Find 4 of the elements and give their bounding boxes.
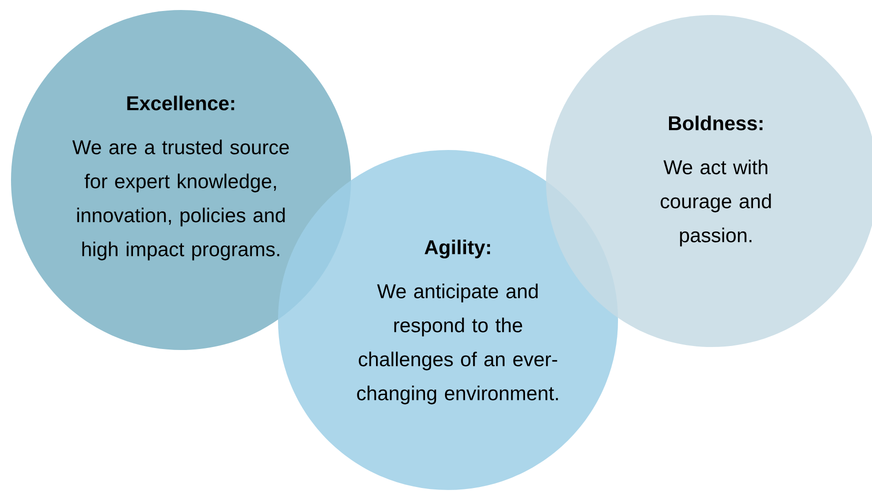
circle-text: Excellence: We are a trusted source for expert knowledge, innovation, policies and high impact programs.: [72, 96, 289, 260]
circle-text: Boldness: We act with courage and passion.: [660, 116, 771, 246]
circle-text: Agility: We anticipate and respond to the challenges of an ever-changing environment.: [357, 240, 558, 404]
circle: [11, 10, 351, 350]
